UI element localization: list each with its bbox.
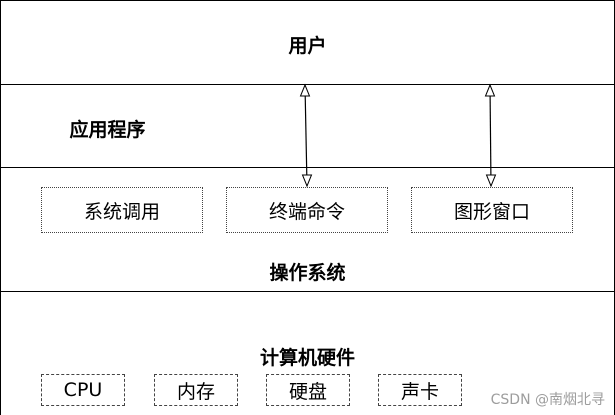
user-layer: 用户 [0, 0, 615, 85]
hw-component-disk: 硬盘 [266, 374, 350, 406]
app-layer-right-area [214, 84, 615, 168]
hw-component-memory: 内存 [154, 374, 238, 406]
os-component-terminal: 终端命令 [226, 187, 388, 233]
watermark: CSDN @南烟北寻 [488, 389, 607, 409]
hw-component-soundcard: 声卡 [378, 374, 462, 406]
os-layer-title: 操作系统 [269, 262, 346, 284]
hw-component-label: CPU [63, 379, 103, 401]
hw-component-label: 声卡 [400, 380, 439, 403]
os-component-label: 终端命令 [268, 200, 345, 223]
hw-component-label: 硬盘 [288, 380, 327, 403]
os-component-gui: 图形窗口 [411, 187, 573, 233]
app-layer: 应用程序 [0, 84, 215, 168]
hw-component-cpu: CPU [41, 374, 125, 406]
os-component-syscall: 系统调用 [41, 187, 203, 233]
os-component-label: 图形窗口 [453, 200, 530, 223]
os-component-label: 系统调用 [83, 200, 160, 223]
app-layer-title: 应用程序 [69, 119, 146, 141]
user-layer-title: 用户 [288, 35, 327, 57]
hw-component-label: 内存 [176, 380, 215, 403]
hardware-layer-title: 计算机硬件 [259, 347, 355, 369]
